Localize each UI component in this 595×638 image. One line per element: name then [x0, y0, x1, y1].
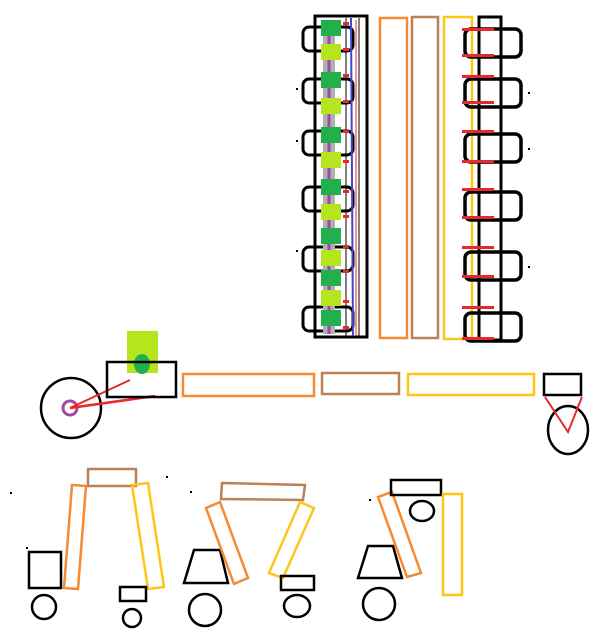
yellow-bar-vertical — [442, 15, 474, 341]
red-linkage — [69, 379, 131, 409]
yellow-bar-horizontal — [406, 372, 536, 397]
small-box — [279, 574, 316, 592]
black-top-box — [389, 478, 443, 497]
top-assembly — [301, 14, 523, 343]
motor-housing — [105, 360, 178, 399]
tan-bar-vertical — [410, 15, 440, 340]
right-clamp — [463, 190, 523, 222]
tan-top — [86, 467, 138, 488]
right-clamp — [463, 77, 523, 109]
tan-top — [219, 481, 307, 502]
green-block — [321, 310, 341, 326]
green-block — [321, 228, 341, 244]
lime-block — [321, 98, 341, 114]
yellow-arm — [267, 500, 316, 580]
stage-two — [182, 481, 316, 628]
small-wheel — [282, 593, 312, 619]
right-wheel — [546, 404, 590, 456]
green-block — [321, 20, 341, 36]
stage-three — [356, 478, 464, 622]
black-box — [27, 550, 63, 590]
red-markers-left — [343, 22, 349, 329]
orange-arm — [204, 500, 250, 586]
small-box — [118, 585, 148, 603]
wheel — [30, 593, 58, 621]
green-block — [321, 270, 341, 286]
orange-bar-vertical — [378, 16, 409, 340]
block-stack — [321, 20, 341, 326]
right-clamp — [463, 132, 523, 164]
green-block — [321, 127, 341, 143]
green-knob — [134, 354, 150, 374]
red-v-linkage — [544, 396, 583, 435]
orange-arm — [62, 483, 88, 591]
wheel — [187, 592, 223, 628]
right-frame — [477, 15, 503, 342]
tan-bar-horizontal — [320, 371, 401, 396]
wheel — [361, 586, 397, 622]
small-wheel — [121, 607, 143, 629]
stray-dots — [10, 88, 530, 549]
trapezoid-base — [356, 544, 404, 580]
right-box — [542, 372, 583, 397]
right-clamp — [463, 311, 523, 343]
red-markers-right — [462, 28, 494, 340]
right-clamp — [463, 27, 523, 59]
lime-block — [321, 204, 341, 220]
stage-one — [27, 467, 166, 629]
left-wheel — [39, 376, 103, 440]
lime-block — [321, 250, 341, 266]
right-clamp — [463, 250, 523, 282]
trapezoid-base — [182, 548, 230, 585]
orange-bar-horizontal — [181, 372, 316, 398]
orange-arm — [376, 490, 423, 579]
blue-line — [350, 17, 354, 337]
yellow-arm — [441, 492, 464, 597]
lime-block — [321, 290, 341, 306]
yellow-arm — [130, 481, 166, 591]
middle-assembly — [39, 331, 590, 456]
lime-block — [321, 44, 341, 60]
main-frame — [313, 14, 369, 339]
lime-block — [321, 152, 341, 168]
green-block — [321, 179, 341, 195]
green-block — [321, 72, 341, 88]
small-wheel — [408, 499, 436, 523]
